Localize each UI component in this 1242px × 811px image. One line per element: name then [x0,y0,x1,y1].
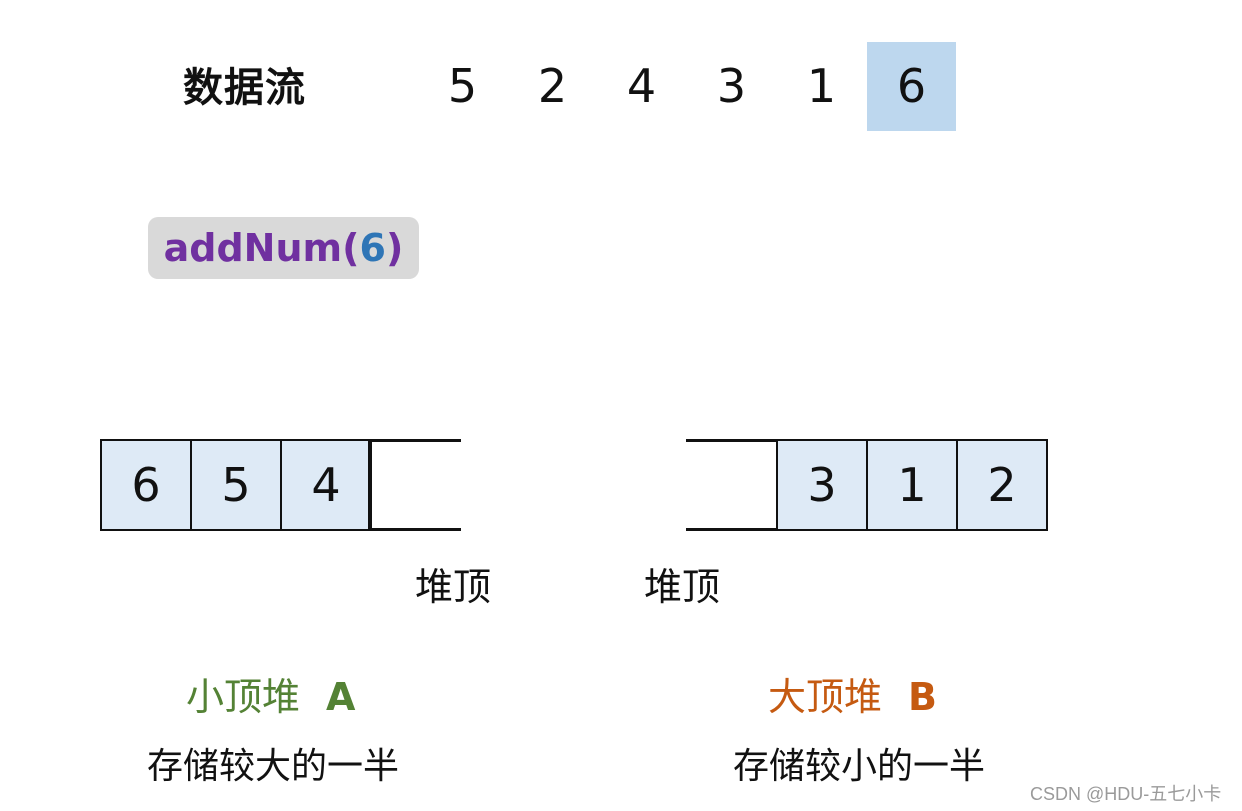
heap-b-top-label: 堆顶 [644,565,721,609]
stream-value: 5 [447,59,478,113]
watermark: CSDN @HDU-五七小卡 [1030,784,1222,804]
max-heap-b: 3 1 2 [686,439,1048,531]
heap-a-description: 存储较大的一半 [147,746,400,787]
heap-a-cell: 6 [100,439,192,531]
heap-b-cell: 3 [776,439,868,531]
stream-value: 2 [537,59,568,113]
heap-b-cell: 1 [866,439,958,531]
heap-b-open-top-edge [686,439,778,442]
stream-value: 3 [716,59,747,113]
heap-a-cell: 4 [280,439,372,531]
heap-a-title: 小顶堆 A [186,672,355,722]
heap-b-letter: B [908,675,937,719]
stream-value: 4 [626,59,657,113]
operation-function: addNum( [163,226,360,270]
heap-b-description: 存储较小的一半 [733,746,986,787]
heap-b-name: 大顶堆 [768,675,883,719]
operation-close: ) [385,226,404,270]
heap-a-top-label: 堆顶 [415,565,492,609]
operation-argument: 6 [359,226,386,270]
heap-a-cell: 5 [190,439,282,531]
heap-a-name: 小顶堆 [186,675,301,719]
heap-b-cell: 2 [956,439,1048,531]
stream-value: 1 [806,59,837,113]
heap-a-divider [368,439,370,531]
heap-a-open-top-edge [368,439,461,442]
heap-b-open-bottom-edge [686,528,778,531]
heap-a-letter: A [326,675,356,719]
min-heap-a: 6 5 4 [100,439,462,531]
data-stream-label: 数据流 [183,65,306,111]
stream-value-highlighted: 6 [867,42,956,131]
heap-a-open-bottom-edge [368,528,461,531]
operation-badge: addNum(6) [148,217,419,279]
heap-b-title: 大顶堆 B [768,672,937,722]
